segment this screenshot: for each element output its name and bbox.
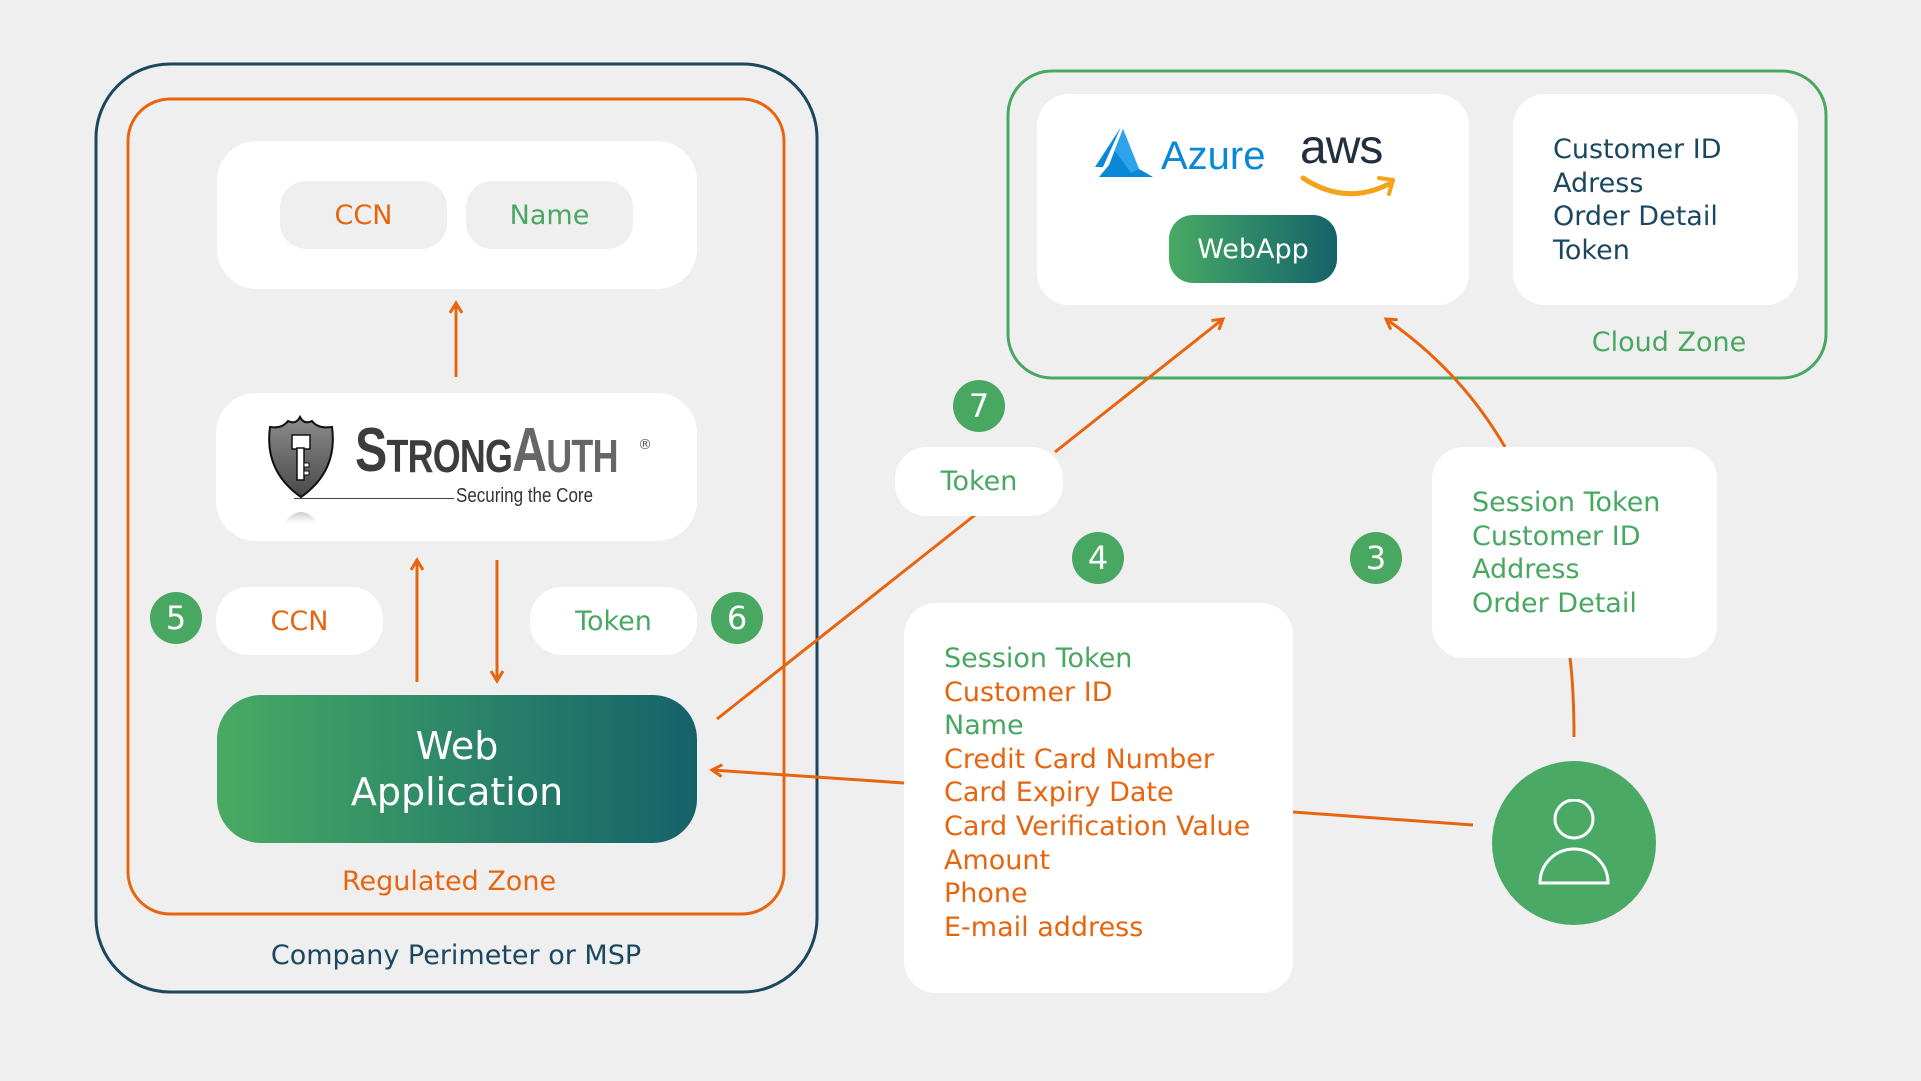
session-data-fields: Session Token Customer ID Address Order … (1472, 486, 1660, 620)
customer-field: E-mail address (944, 911, 1144, 943)
customer-data-card: Session Token Customer ID Name Credit Ca… (904, 603, 1293, 993)
ccn-pill: CCN (216, 587, 383, 655)
arrow-token-segment-lower (716, 513, 976, 721)
step-badge-4: 4 (1072, 532, 1124, 584)
azure-label: Azure (1161, 134, 1266, 178)
cloud-webapp-node[interactable]: WebApp (1169, 215, 1337, 283)
tagline-rule (294, 498, 454, 499)
step-badge-3: 3 (1350, 532, 1402, 584)
company-perimeter-border (94, 62, 819, 994)
customer-field: Amount (944, 844, 1051, 876)
customer-field: Customer ID (944, 676, 1113, 708)
token-pill: Token (530, 587, 697, 655)
web-application-node[interactable]: Web Application (217, 695, 697, 843)
cloud-field: Order Detail (1553, 201, 1718, 233)
cloud-stored-fields: Customer ID Adress Order Detail Token (1553, 133, 1722, 267)
wordmark-trong: TRONG (386, 430, 513, 482)
customer-field: Name (944, 710, 1024, 742)
customer-field: Session Token (944, 643, 1133, 674)
cloud-field: Customer ID (1553, 134, 1722, 165)
registered-mark: ® (638, 437, 652, 453)
customer-field: Credit Card Number (944, 743, 1214, 775)
user-node[interactable] (1492, 761, 1656, 925)
regulated-zone-border (126, 97, 786, 916)
customer-data-fields: Session Token Customer ID Name Credit Ca… (944, 642, 1250, 944)
arrow-session-to-cloud (1386, 319, 1507, 448)
cloud-zone-label: Cloud Zone (1591, 327, 1747, 358)
cloud-provider-card: Azure aws (1037, 94, 1469, 305)
strongauth-tagline: Securing the Core (456, 485, 594, 507)
wordmark-s: S (355, 416, 387, 485)
arrow-customer-data-to-webapp (712, 770, 905, 785)
customer-field: Card Expiry Date (944, 777, 1174, 809)
token-transfer-pill: Token (895, 447, 1063, 516)
session-field: Customer ID (1472, 520, 1641, 552)
arrow-token-to-cloud (1054, 319, 1223, 454)
step-badge-7: 7 (953, 380, 1005, 432)
session-field: Order Detail (1472, 587, 1637, 619)
aws-label: aws (1300, 121, 1383, 174)
strongauth-wordmark: S TRONG A UTH (355, 416, 618, 485)
user-icon (1538, 799, 1610, 885)
cloud-field: Token (1553, 234, 1630, 266)
connector-user-to-session (1568, 657, 1576, 738)
wordmark-a: A (512, 416, 547, 485)
aws-smile-icon (1300, 175, 1395, 197)
regulated-zone-label: Regulated Zone (341, 866, 557, 897)
customer-field: Phone (944, 878, 1028, 910)
vault-field-name: Name (466, 181, 633, 249)
connector-user-to-data (1292, 810, 1474, 827)
cloud-zone-border (1006, 69, 1828, 380)
cloud-field: Adress (1553, 167, 1644, 199)
session-field: Address (1472, 554, 1580, 586)
company-perimeter-label: Company Perimeter or MSP (270, 940, 642, 971)
azure-logo-icon (1095, 127, 1153, 177)
session-field: Session Token (1472, 487, 1661, 518)
strongauth-card: S TRONG A UTH ® Securing the Core (216, 393, 697, 541)
shield-key-icon (268, 415, 334, 523)
vault-field-ccn: CCN (280, 181, 447, 249)
web-application-line2: Application (350, 770, 564, 814)
step-badge-6: 6 (711, 592, 763, 644)
customer-field: Card Verification Value (944, 810, 1251, 842)
wordmark-uth: UTH (546, 430, 618, 482)
cloud-data-card: Customer ID Adress Order Detail Token (1513, 94, 1798, 305)
step-badge-5: 5 (150, 592, 202, 644)
session-data-card: Session Token Customer ID Address Order … (1432, 447, 1717, 658)
web-application-line1: Web (415, 724, 499, 768)
